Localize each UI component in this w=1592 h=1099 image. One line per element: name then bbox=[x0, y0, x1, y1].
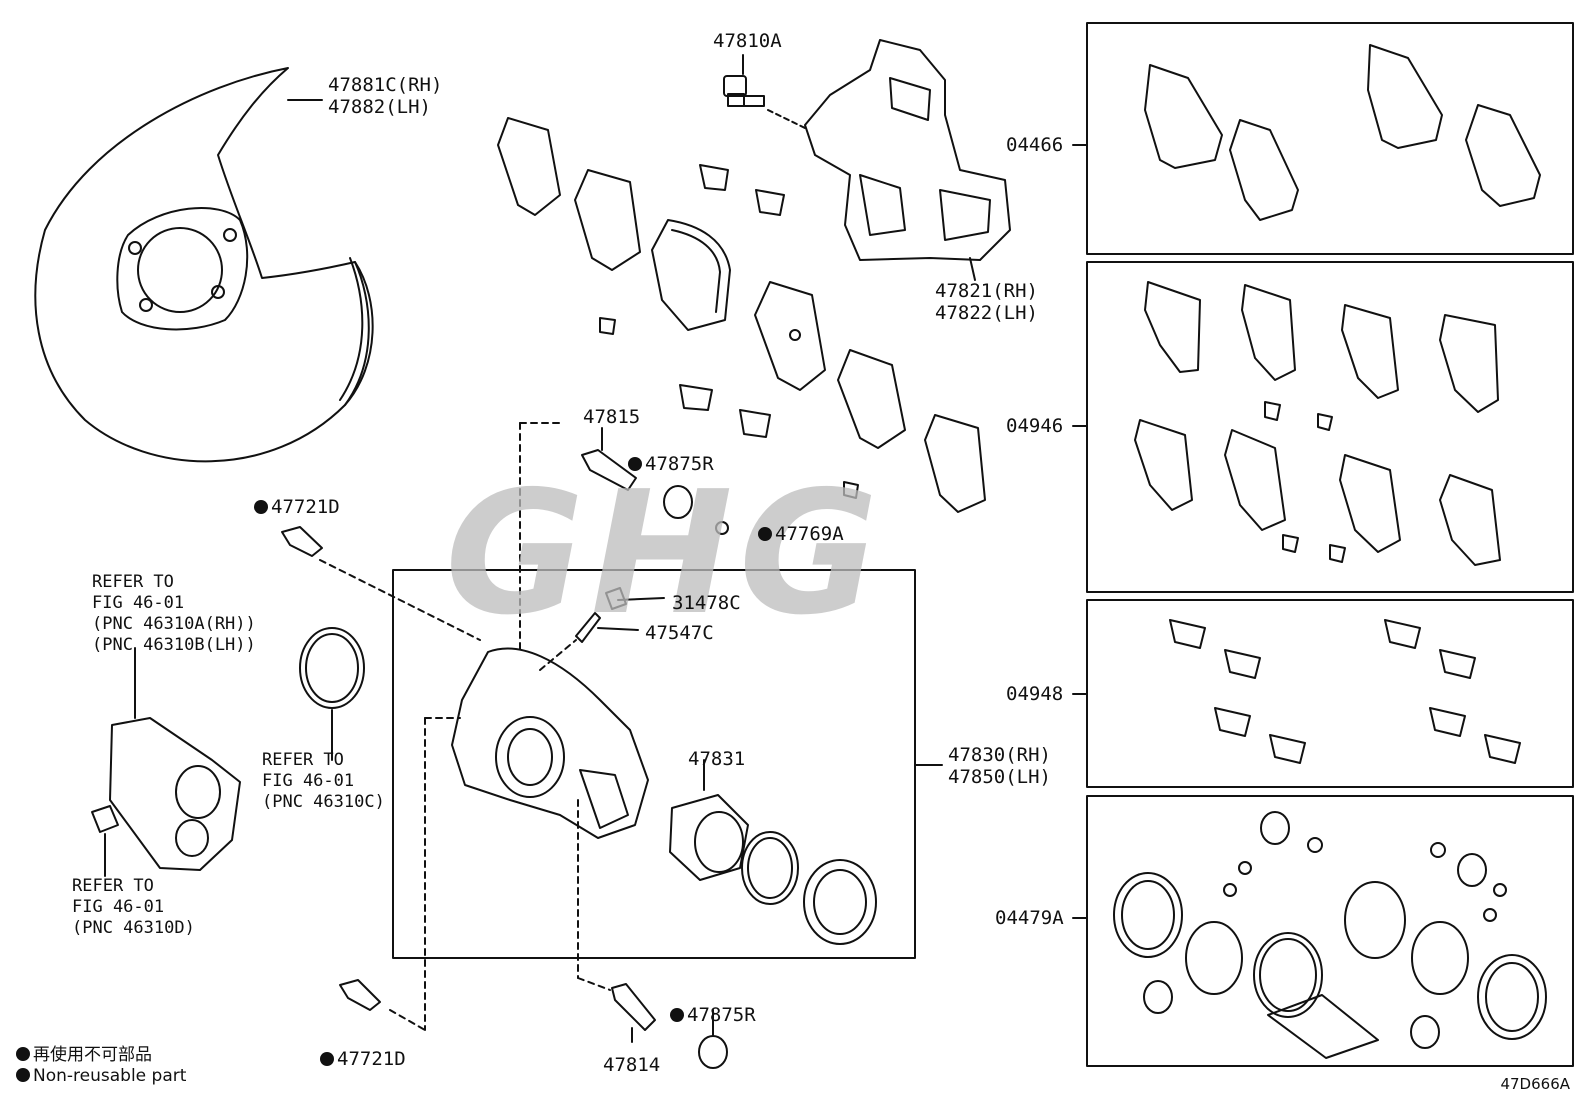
piston-seals bbox=[669, 794, 877, 945]
label-47547c: 47547C bbox=[645, 622, 714, 644]
label-47769a: 47769A bbox=[758, 523, 844, 545]
legend-dot bbox=[16, 1047, 30, 1061]
refer2-line2: FIG 46-01 bbox=[262, 771, 355, 791]
non-reusable-dot bbox=[628, 457, 642, 471]
legend-line-jp: 再使用不可部品 bbox=[16, 1040, 152, 1065]
label-47875r-lower: 47875R bbox=[670, 1004, 756, 1026]
refer1-line4: (PNC 46310B(LH)) bbox=[92, 635, 256, 655]
dashed-leaders bbox=[319, 422, 611, 1031]
kit-04948-clips bbox=[1169, 619, 1521, 764]
label-47821-rh: 47821(RH) bbox=[935, 280, 1038, 302]
refer3-line1: REFER TO bbox=[72, 876, 154, 896]
center-pads-group bbox=[497, 117, 986, 513]
kit-04479a-seals bbox=[1113, 811, 1547, 1059]
label-47881c-rh: 47881C(RH) bbox=[328, 74, 443, 96]
left-components bbox=[91, 627, 365, 871]
label-04466: 04466 bbox=[1006, 134, 1064, 156]
kit-leaders bbox=[1072, 144, 1088, 919]
kit-box-04479a bbox=[1086, 795, 1574, 1067]
legend-dot bbox=[16, 1068, 30, 1082]
label-47822-lh: 47822(LH) bbox=[935, 302, 1038, 324]
non-reusable-dot bbox=[758, 527, 772, 541]
watermark: GHG bbox=[445, 455, 885, 653]
kit-box-04466 bbox=[1086, 22, 1574, 255]
caliper-mounting-bracket bbox=[804, 39, 1011, 261]
label-47831: 47831 bbox=[688, 748, 746, 770]
refer1-line1: REFER TO bbox=[92, 572, 174, 592]
refer3-line3: (PNC 46310D) bbox=[72, 918, 195, 938]
dust-cover-part bbox=[34, 67, 374, 463]
non-reusable-dot bbox=[254, 500, 268, 514]
kit-04946-shims bbox=[1134, 281, 1501, 566]
label-47721d-lower: 47721D bbox=[320, 1048, 406, 1070]
caliper-body bbox=[451, 647, 649, 839]
refer1-line2: FIG 46-01 bbox=[92, 593, 185, 613]
refer3-line2: FIG 46-01 bbox=[72, 897, 165, 917]
legend-line-en: Non-reusable part bbox=[16, 1066, 186, 1086]
label-04948: 04948 bbox=[1006, 683, 1064, 705]
label-47882-lh: 47882(LH) bbox=[328, 96, 431, 118]
label-47830-rh: 47830(RH) bbox=[948, 744, 1051, 766]
label-31478c: 31478C bbox=[672, 592, 741, 614]
non-reusable-dot bbox=[320, 1052, 334, 1066]
label-47814: 47814 bbox=[603, 1054, 661, 1076]
label-04479a: 04479A bbox=[995, 907, 1064, 929]
non-reusable-dot bbox=[670, 1008, 684, 1022]
diagram-code: 47D666A bbox=[1500, 1075, 1570, 1093]
label-04946: 04946 bbox=[1006, 415, 1064, 437]
label-47875r-upper: 47875R bbox=[628, 453, 714, 475]
label-47815: 47815 bbox=[583, 406, 641, 428]
refer2-line1: REFER TO bbox=[262, 750, 344, 770]
bolt-47810a bbox=[723, 75, 765, 107]
label-47721d-upper: 47721D bbox=[254, 496, 340, 518]
label-47810a: 47810A bbox=[713, 30, 782, 52]
refer2-line3: (PNC 46310C) bbox=[262, 792, 385, 812]
kit-04466-pads bbox=[1144, 44, 1541, 221]
slide-pins-boots bbox=[281, 449, 729, 1069]
label-47850-lh: 47850(LH) bbox=[948, 766, 1051, 788]
refer1-line3: (PNC 46310A(RH)) bbox=[92, 614, 256, 634]
